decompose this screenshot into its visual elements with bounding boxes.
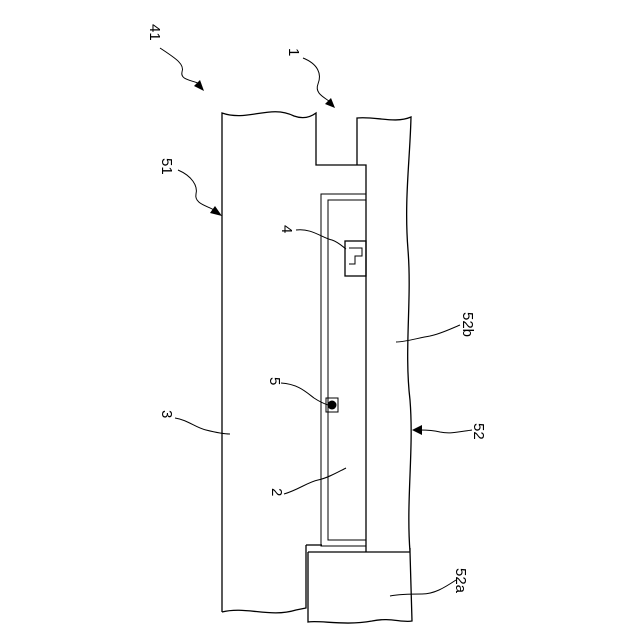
label-5: 5: [266, 377, 283, 385]
leader-51: [178, 170, 214, 210]
component-5-dot: [328, 401, 337, 410]
label-51: 51: [158, 158, 175, 175]
label-52b: 52b: [459, 312, 476, 337]
arrowhead-41: [194, 80, 204, 91]
leader-52: [420, 430, 472, 433]
member-52-outline: [357, 117, 411, 552]
label-2: 2: [268, 488, 285, 496]
label-3: 3: [158, 410, 175, 418]
label-52a: 52a: [452, 568, 469, 594]
member-2-inner: [328, 200, 366, 540]
arrowhead-52: [412, 425, 422, 435]
leader-2: [284, 468, 346, 494]
label-4: 4: [278, 225, 295, 233]
label-41: 41: [146, 24, 163, 41]
component-4-waveform: [349, 248, 362, 264]
leader-52a: [390, 580, 456, 596]
leader-52b: [396, 325, 460, 342]
arrowhead-51: [210, 206, 222, 216]
leader-1: [303, 58, 330, 102]
member-3-outline: [222, 112, 357, 613]
label-1: 1: [285, 48, 302, 56]
member-52a-outline: [308, 552, 412, 623]
label-52: 52: [470, 423, 487, 440]
leader-41: [160, 48, 200, 84]
